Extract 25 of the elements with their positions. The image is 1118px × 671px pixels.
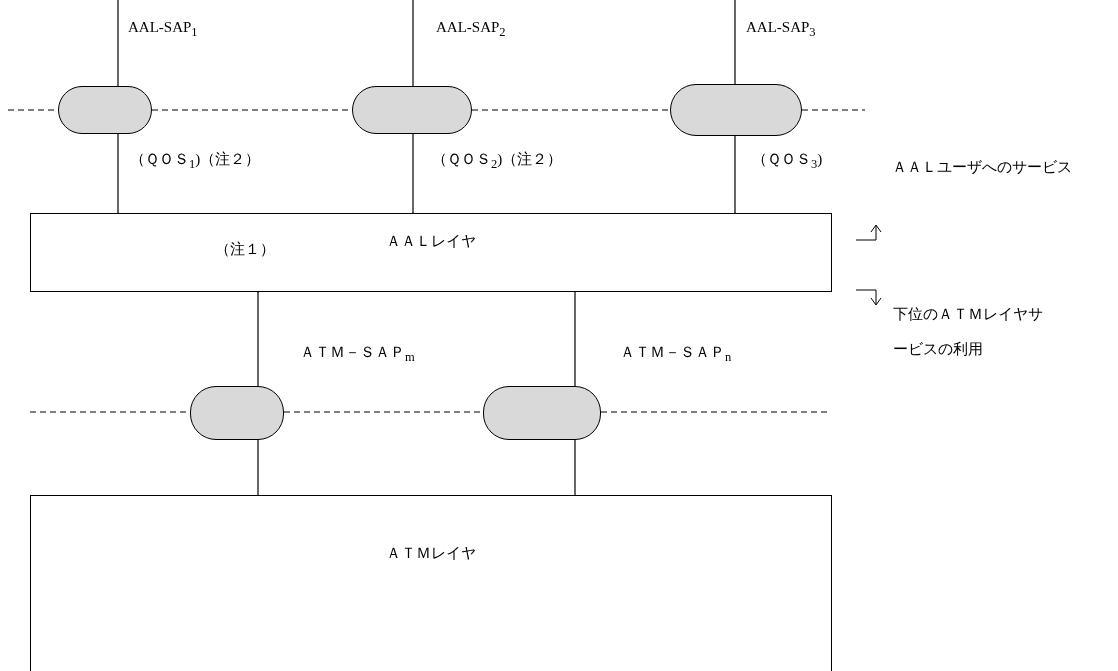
connector-line: [574, 439, 576, 496]
layer-name: ＡＡＬレイヤ: [386, 232, 476, 250]
layer-box: [30, 495, 832, 671]
sap-label: AAL-SAP$_{3}$: [746, 18, 816, 40]
sap-label: AAL-SAP$_{2}$: [436, 18, 506, 40]
connector-line: [257, 439, 259, 496]
sap-label: AAL-SAP$_{1}$: [128, 18, 198, 40]
edge-label: （ＱＯＳ$_{1}$)（注２）: [130, 150, 261, 172]
edge-label: （ＱＯＳ$_{2}$)（注２）: [432, 150, 563, 172]
connector-line: [117, 133, 119, 214]
service-note: 下位のＡＴＭレイヤサービスの利用: [893, 305, 1044, 359]
edge-label: （ＱＯＳ$_{3}$): [752, 150, 823, 172]
connector-line: [734, 0, 736, 85]
connector-line: [734, 135, 736, 214]
connector-line: [574, 291, 576, 387]
sap-label: ＡＴＭ－ＳＡＰ$_{m}$: [300, 343, 415, 365]
layer-box: [30, 213, 832, 292]
connector-line: [117, 0, 119, 87]
connector-line: [412, 133, 414, 214]
service-note: ＡＡＬユーザへのサービス: [892, 158, 1073, 177]
connector-line: [257, 291, 259, 387]
layer-name: ＡＴＭレイヤ: [386, 544, 476, 562]
sap-label: ＡＴＭ－ＳＡＰ$_{n}$: [620, 343, 732, 365]
note-label: （注１）: [215, 240, 275, 258]
connector-line: [412, 0, 414, 87]
